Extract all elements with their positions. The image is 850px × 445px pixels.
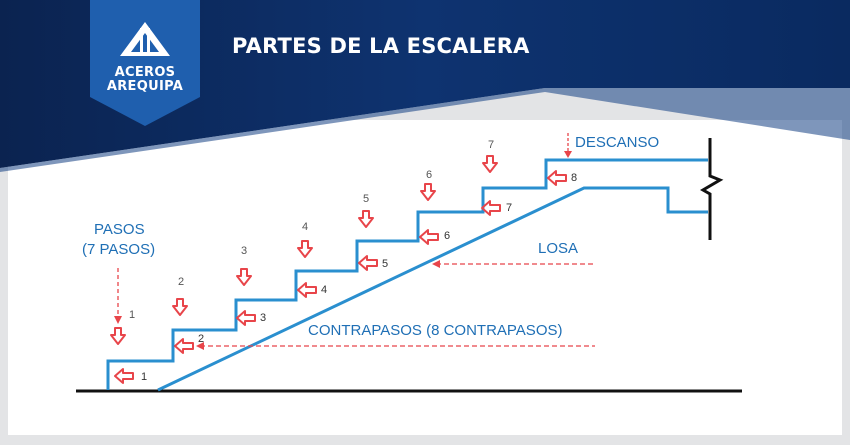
tread-arrow-icon (110, 327, 126, 345)
pasos-count-label: (7 PASOS) (82, 241, 156, 258)
riser-number: 2 (197, 333, 205, 345)
tread-number: 5 (362, 193, 370, 205)
page-title: PARTES DE LA ESCALERA (232, 34, 530, 58)
tread-arrow-icon (297, 240, 313, 258)
riser-arrow-icon (419, 229, 439, 245)
riser-arrow-icon (174, 338, 194, 354)
stair-profile (106, 158, 708, 390)
riser-arrow-icon (297, 282, 317, 298)
riser-number: 3 (259, 312, 267, 324)
riser-arrows (114, 170, 567, 384)
losa-label: LOSA (538, 240, 579, 257)
logo-mark-icon (120, 22, 170, 56)
logo-text-line1: ACEROS (114, 65, 176, 80)
riser-number: 7 (505, 202, 513, 214)
descanso-leader-arrow (564, 151, 572, 158)
tread-arrow-icon (358, 210, 374, 228)
riser-number: 1 (140, 371, 148, 383)
header-band (0, 0, 850, 168)
riser-arrow-icon (236, 310, 256, 326)
losa-leader-arrow (432, 260, 440, 268)
stair-landing-bottom (157, 186, 708, 392)
tread-arrow-icon (236, 268, 252, 286)
descanso-label: DESCANSO (575, 134, 660, 151)
contrapasos-label: CONTRAPASOS (8 CONTRAPASOS) (308, 322, 563, 339)
riser-arrow-icon (547, 170, 567, 186)
tread-arrow-icon (482, 155, 498, 173)
contrapasos-leader-arrow (196, 342, 204, 350)
pasos-label: PASOS (94, 221, 145, 238)
tread-arrow-icon (172, 298, 188, 316)
riser-arrow-icon (358, 255, 378, 271)
logo-text-line2: AREQUIPA (106, 79, 184, 94)
tread-number: 7 (487, 139, 495, 151)
riser-number: 4 (320, 284, 328, 296)
riser-number: 5 (381, 258, 389, 270)
content-panel (8, 120, 842, 435)
tread-number: 2 (177, 276, 185, 288)
tread-arrows (110, 155, 498, 345)
tread-number: 1 (128, 309, 136, 321)
tread-number: 4 (301, 221, 309, 233)
logo-shield (90, 0, 200, 126)
tread-number: 3 (240, 245, 248, 257)
riser-number: 8 (570, 172, 578, 184)
riser-arrow-icon (114, 368, 134, 384)
pasos-leader-arrow (114, 316, 122, 324)
tread-number: 6 (425, 169, 433, 181)
wall-break-line (700, 138, 724, 240)
header-band-stripe (0, 88, 850, 172)
riser-arrow-icon (481, 200, 501, 216)
riser-number: 6 (443, 230, 451, 242)
tread-arrow-icon (420, 183, 436, 201)
